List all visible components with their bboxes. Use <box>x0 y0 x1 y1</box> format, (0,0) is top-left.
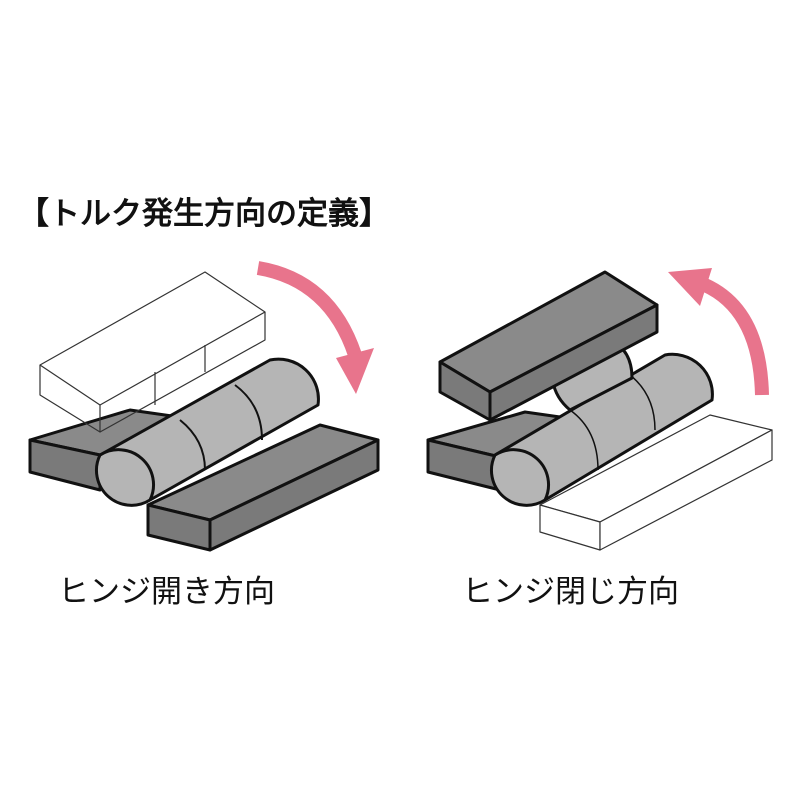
hinge-knuckle-cylinder <box>490 338 714 507</box>
hinge-close-figure <box>426 268 773 551</box>
diagram-title: 【トルク発生方向の定義】 <box>18 196 390 232</box>
hinge-open-label: ヒンジ開き方向 <box>58 574 275 610</box>
right-leaf-plate <box>146 423 380 552</box>
ghost-open-plate <box>39 271 266 433</box>
open-direction-arrow-icon <box>256 261 374 394</box>
closed-top-plate <box>438 270 659 422</box>
hinge-open-figure <box>28 261 380 552</box>
hinge-close-label: ヒンジ閉じ方向 <box>462 574 679 610</box>
close-direction-arrow-icon <box>668 268 769 396</box>
ghost-lower-plate <box>539 414 773 551</box>
hinge-knuckle-cylinder <box>95 357 320 507</box>
